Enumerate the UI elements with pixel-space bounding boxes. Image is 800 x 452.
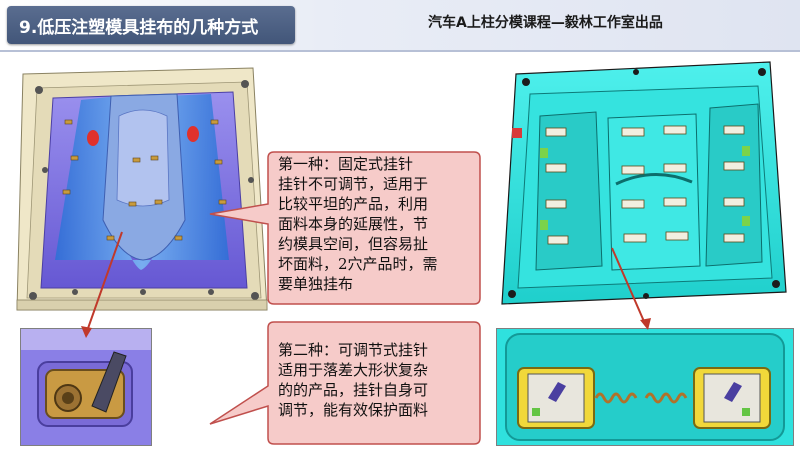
adjustable-pin-mold-image	[501, 61, 787, 305]
slide-header: 9.低压注塑模具挂布的几种方式 汽车A上柱分模课程—毅林工作室出品	[0, 0, 800, 50]
callout-adjustable-pin: 第二种：可调节式挂针 适用于落差大形状复杂 的的产品，挂针自身可 调节，能有效保…	[278, 340, 428, 420]
slide-title: 9.低压注塑模具挂布的几种方式	[19, 18, 259, 38]
callout-1-line: 挂针不可调节，适用于	[278, 175, 429, 193]
callout-1-line: 约模具空间，但容易扯	[278, 235, 429, 253]
callout-2-line: 第二种：可调节式挂针	[278, 341, 429, 359]
header-divider	[0, 50, 800, 52]
callout-fixed-pin: 第一种：固定式挂针 挂针不可调节，适用于 比较平坦的产品，利用 面料本身的延展性…	[278, 154, 438, 294]
callout-1-line: 第一种：固定式挂针	[278, 155, 414, 173]
adjustable-pin-detail-image	[496, 328, 794, 446]
title-box: 9.低压注塑模具挂布的几种方式	[7, 6, 295, 44]
callout-1-line: 比较平坦的产品，利用	[278, 195, 429, 213]
callout-1-line: 坏面料，2穴产品时，需	[278, 255, 438, 273]
callout-2-line: 调节，能有效保护面料	[278, 401, 429, 419]
fixed-pin-detail-image	[20, 328, 152, 446]
callout-2-line: 适用于落差大形状复杂	[278, 361, 429, 379]
fixed-pin-mold-image	[16, 67, 268, 311]
callout-2-line: 的的产品，挂针自身可	[278, 381, 429, 399]
callout-1-line: 面料本身的延展性，节	[278, 215, 429, 233]
course-credit: 汽车A上柱分模课程—毅林工作室出品	[428, 15, 663, 31]
callout-1-line: 要单独挂布	[278, 275, 354, 293]
